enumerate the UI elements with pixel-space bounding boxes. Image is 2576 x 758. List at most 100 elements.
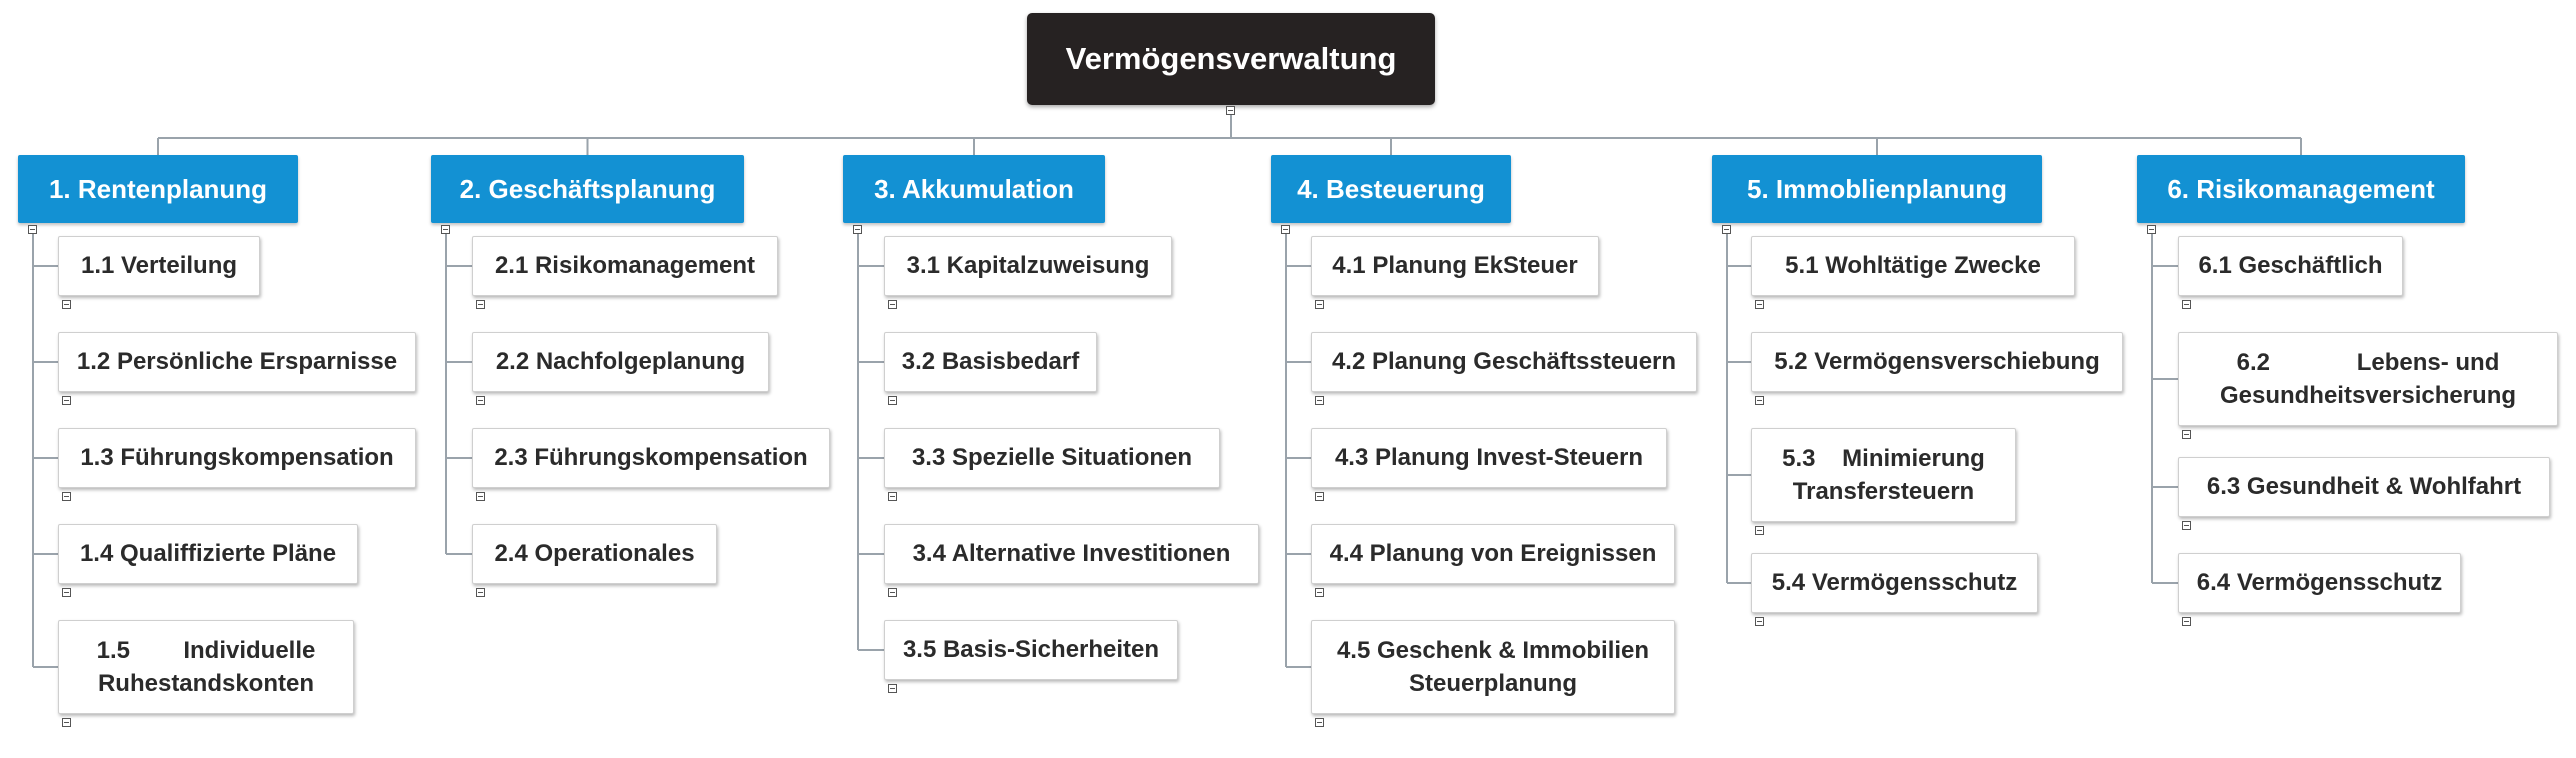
list-item[interactable]: 5.4 Vermögensschutz [1751,553,2038,613]
item-collapse-icon[interactable] [62,718,71,727]
item-collapse-icon[interactable] [888,684,897,693]
item-label: 6.4 Vermögensschutz [2196,569,2443,596]
branch-collapse-icon[interactable] [1281,225,1290,234]
list-item[interactable]: 3.2 Basisbedarf [884,332,1097,392]
branch-label: 3. Akkumulation [874,173,1074,204]
item-label: 2.2 Nachfolgeplanung [495,348,746,375]
list-item[interactable]: 3.3 Spezielle Situationen [884,428,1220,488]
list-item[interactable]: 3.5 Basis-Sicherheiten [884,620,1178,680]
item-collapse-icon[interactable] [1755,396,1764,405]
item-collapse-icon[interactable] [62,492,71,501]
item-collapse-icon[interactable] [476,396,485,405]
branch-collapse-icon[interactable] [441,225,450,234]
item-collapse-icon[interactable] [1315,588,1324,597]
item-label: 1.4 Qualiffizierte Pläne [79,540,337,567]
branch-collapse-icon[interactable] [2147,225,2156,234]
list-item[interactable]: 2.2 Nachfolgeplanung [472,332,769,392]
item-collapse-icon[interactable] [62,300,71,309]
item-label: 1.1 Verteilung [80,252,238,279]
item-collapse-icon[interactable] [476,492,485,501]
item-label: 5.4 Vermögensschutz [1771,569,2018,596]
item-label: 4.4 Planung von Ereignissen [1329,540,1657,567]
item-label: 1.2 Persönliche Ersparnisse [76,348,398,375]
item-collapse-icon[interactable] [1755,617,1764,626]
item-label: 1.3 Führungskompensation [80,444,394,471]
branch-label: 1. Rentenplanung [48,173,268,204]
branch-node-4[interactable]: 4. Besteuerung [1271,155,1511,223]
item-collapse-icon[interactable] [888,492,897,501]
root-node[interactable]: Vermögensverwaltung [1027,13,1435,105]
list-item[interactable]: 2.1 Risikomanagement [472,236,778,296]
item-collapse-icon[interactable] [1315,396,1324,405]
item-label: 2.3 Führungskompensation [494,444,808,471]
item-label: 3.1 Kapitalzuweisung [906,252,1150,279]
list-item[interactable]: 2.3 Führungskompensation [472,428,830,488]
branch-node-6[interactable]: 6. Risikomanagement [2137,155,2465,223]
item-collapse-icon[interactable] [888,396,897,405]
item-label: 4.3 Planung Invest-Steuern [1334,444,1644,471]
list-item[interactable]: 5.1 Wohltätige Zwecke [1751,236,2075,296]
item-collapse-icon[interactable] [1315,300,1324,309]
list-item[interactable]: 4.4 Planung von Ereignissen [1311,524,1675,584]
branch-collapse-icon[interactable] [853,225,862,234]
branch-collapse-icon[interactable] [1722,225,1731,234]
item-collapse-icon[interactable] [888,588,897,597]
branch-label: 2. Geschäftsplanung [459,173,716,204]
branch-label: 4. Besteuerung [1297,173,1485,204]
item-collapse-icon[interactable] [888,300,897,309]
item-collapse-icon[interactable] [2182,300,2191,309]
branch-node-3[interactable]: 3. Akkumulation [843,155,1105,223]
item-label: 6.1 Geschäftlich [2198,252,2383,279]
item-collapse-icon[interactable] [1315,718,1324,727]
item-label: 2.1 Risikomanagement [494,252,756,279]
list-item[interactable]: 6.4 Vermögensschutz [2178,553,2461,613]
item-collapse-icon[interactable] [1755,300,1764,309]
root-label: Vermögensverwaltung [1065,41,1397,76]
branch-node-5[interactable]: 5. Immoblienplanung [1712,155,2042,223]
branch-node-1[interactable]: 1. Rentenplanung [18,155,298,223]
list-item[interactable]: 6.2 Lebens- und Gesundheitsversicherung [2178,332,2558,426]
list-item[interactable]: 2.4 Operationales [472,524,717,584]
branch-collapse-icon[interactable] [28,225,37,234]
list-item[interactable]: 1.1 Verteilung [58,236,260,296]
list-item[interactable]: 1.3 Führungskompensation [58,428,416,488]
item-label: 4.1 Planung EkSteuer [1332,252,1578,279]
item-label: 4.5 Geschenk & Immobilien Steuerplanung [1336,637,1650,697]
branch-node-2[interactable]: 2. Geschäftsplanung [431,155,744,223]
list-item[interactable]: 1.5 Individuelle Ruhestandskonten [58,620,354,714]
list-item[interactable]: 6.1 Geschäftlich [2178,236,2403,296]
list-item[interactable]: 3.4 Alternative Investitionen [884,524,1259,584]
item-collapse-icon[interactable] [476,588,485,597]
list-item[interactable]: 1.4 Qualiffizierte Pläne [58,524,358,584]
list-item[interactable]: 3.1 Kapitalzuweisung [884,236,1172,296]
item-label: 3.2 Basisbedarf [901,348,1080,375]
item-label: 1.5 Individuelle Ruhestandskonten [96,637,316,697]
item-collapse-icon[interactable] [62,396,71,405]
list-item[interactable]: 4.3 Planung Invest-Steuern [1311,428,1667,488]
item-collapse-icon[interactable] [1755,526,1764,535]
list-item[interactable]: 5.3 Minimierung Transfersteuern [1751,428,2016,522]
item-collapse-icon[interactable] [1315,492,1324,501]
list-item[interactable]: 4.5 Geschenk & Immobilien Steuerplanung [1311,620,1675,714]
list-item[interactable]: 6.3 Gesundheit & Wohlfahrt [2178,457,2550,517]
item-label: 5.3 Minimierung Transfersteuern [1782,445,1985,505]
item-label: 6.3 Gesundheit & Wohlfahrt [2206,473,2522,500]
item-label: 2.4 Operationales [494,540,695,567]
item-label: 4.2 Planung Geschäftssteuern [1331,348,1677,375]
item-collapse-icon[interactable] [62,588,71,597]
item-label: 3.4 Alternative Investitionen [912,540,1231,567]
item-label: 5.2 Vermögensverschiebung [1774,348,2100,375]
list-item[interactable]: 4.2 Planung Geschäftssteuern [1311,332,1697,392]
list-item[interactable]: 4.1 Planung EkSteuer [1311,236,1599,296]
list-item[interactable]: 1.2 Persönliche Ersparnisse [58,332,416,392]
item-collapse-icon[interactable] [476,300,485,309]
branch-label: 6. Risikomanagement [2167,173,2435,204]
item-label: 3.3 Spezielle Situationen [911,444,1193,471]
root-collapse-icon[interactable] [1226,106,1235,115]
list-item[interactable]: 5.2 Vermögensverschiebung [1751,332,2123,392]
item-collapse-icon[interactable] [2182,430,2191,439]
item-collapse-icon[interactable] [2182,521,2191,530]
item-collapse-icon[interactable] [2182,617,2191,626]
